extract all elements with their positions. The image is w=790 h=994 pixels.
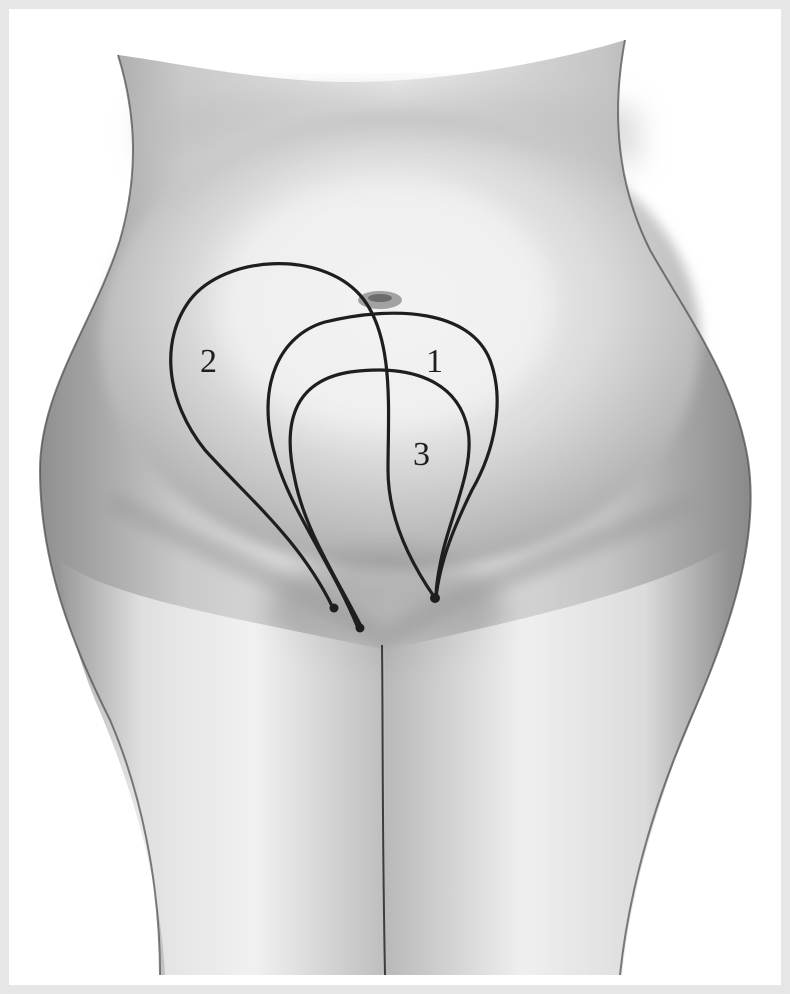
label-curve-1: 1	[426, 343, 443, 380]
label-curve-2: 2	[200, 343, 217, 380]
curve-endpoint-center	[356, 624, 365, 633]
curve-endpoint-right	[430, 593, 440, 603]
curve-endpoint-left	[330, 604, 339, 613]
label-curve-3: 3	[413, 436, 430, 473]
